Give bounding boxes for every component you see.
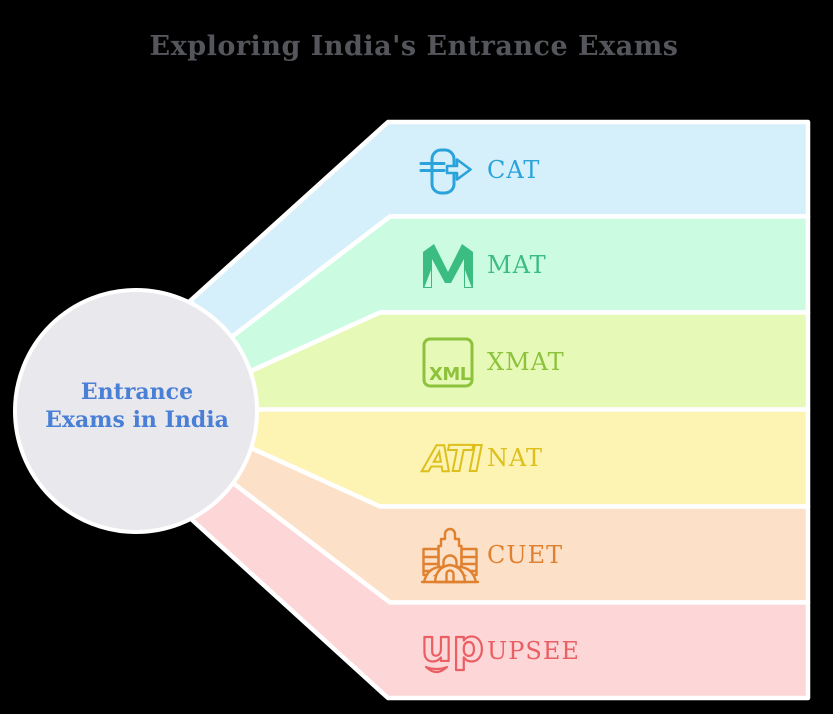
branch-label: CUET <box>487 541 563 569</box>
branch-label: CAT <box>487 156 540 184</box>
up-letters-icon: up <box>420 620 485 673</box>
svg-text:up: up <box>421 621 484 672</box>
branch-upsee: up UPSEE <box>420 620 580 673</box>
branch-cuet: CUET <box>420 527 563 584</box>
branch-cat: CAT <box>419 148 540 195</box>
page-title: Exploring India's Entrance Exams <box>150 31 679 62</box>
ati-letters-icon: ATI <box>420 438 485 481</box>
xml-box-icon: XML <box>422 337 474 388</box>
hub-circle <box>13 288 259 534</box>
branch-label: MAT <box>487 251 547 279</box>
svg-text:XML: XML <box>429 364 471 385</box>
central-hub: Entrance Exams in India <box>13 288 259 534</box>
monument-gate-icon <box>420 527 480 584</box>
branch-label: UPSEE <box>487 637 580 665</box>
branch-bands <box>187 119 811 701</box>
svg-text:ATI: ATI <box>421 439 482 480</box>
branch-label: NAT <box>487 444 543 472</box>
branch-mat: MAT <box>423 244 547 288</box>
branch-label: XMAT <box>487 348 565 376</box>
hub-title-line1: Entrance <box>81 379 193 405</box>
maya-m-icon <box>423 244 473 288</box>
hub-title-line2: Exams in India <box>45 407 229 433</box>
branch-xmat: XML XMAT <box>422 337 565 388</box>
signin-arrow-icon <box>419 148 472 195</box>
branch-nat: ATI NAT <box>420 438 543 481</box>
